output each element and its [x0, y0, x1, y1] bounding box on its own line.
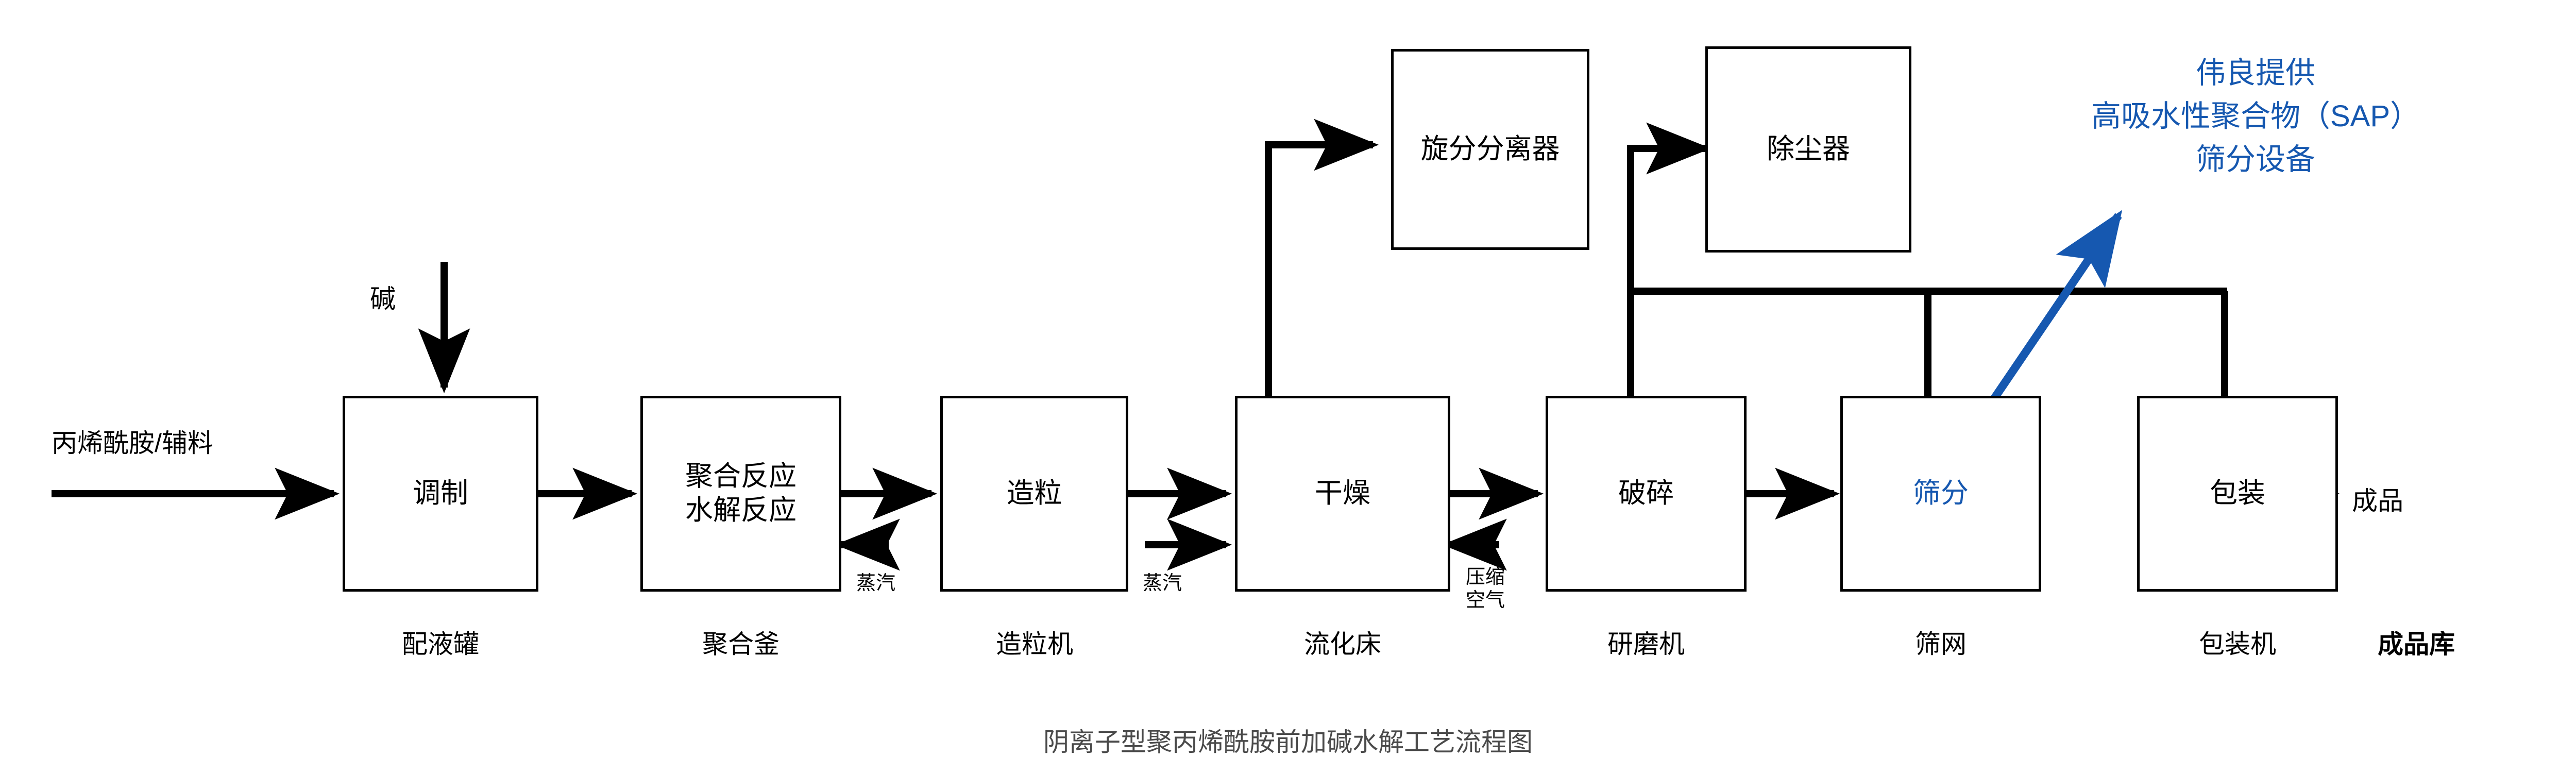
process-box-baozhuang-title: 包装: [2210, 478, 2265, 509]
aux-box-cyclone[interactable]: 旋分分离器: [1391, 49, 1589, 250]
equipment-label-yanmoji: 研磨机: [1607, 630, 1685, 659]
process-box-shaifen[interactable]: 筛分: [1840, 396, 2041, 592]
process-box-tiaozhi-title: 调制: [413, 478, 468, 509]
equipment-label-chengpinku: 成品库: [2378, 630, 2455, 659]
annotation-line-1: 伟良提供: [2195, 56, 2315, 90]
process-box-baozhuang[interactable]: 包装: [2137, 396, 2338, 592]
equipment-label-shaiwang: 筛网: [1915, 630, 1967, 659]
utility-air-line1: 压缩: [1466, 566, 1505, 588]
utility-air-line2: 空气: [1466, 589, 1505, 611]
utility-steam-ganzao-line1: 蒸汽: [1143, 573, 1182, 594]
process-box-shaifen-title: 筛分: [1913, 478, 1969, 509]
alkali-stream-label: 碱: [370, 284, 396, 313]
annotation-line-3: 筛分设备: [2195, 143, 2315, 177]
aux-box-dust[interactable]: 除尘器: [1705, 46, 1911, 253]
process-box-posui[interactable]: 破碎: [1546, 396, 1747, 592]
utility-label-air-ganzao: 压缩 空气: [1466, 566, 1505, 612]
product-stream-label: 成品: [2352, 486, 2403, 515]
process-box-posui-title: 破碎: [1618, 478, 1674, 509]
annotation-line-2: 高吸水性聚合物（SAP）: [2091, 99, 2420, 133]
annotation-block: 伟良提供 高吸水性聚合物（SAP） 筛分设备: [2091, 52, 2420, 181]
process-box-ganzao[interactable]: 干燥: [1235, 396, 1450, 592]
utility-steam-juhe-line1: 蒸汽: [856, 573, 896, 594]
utility-label-steam-ganzao: 蒸汽: [1143, 572, 1182, 595]
equipment-label-zaolijii: 造粒机: [996, 630, 1073, 659]
equipment-label-juhefu: 聚合釜: [702, 630, 779, 659]
process-box-tiaozhi[interactable]: 调制: [343, 396, 538, 592]
equipment-label-baozhuangji: 包装机: [2199, 630, 2276, 659]
process-box-zaoli[interactable]: 造粒: [940, 396, 1128, 592]
process-box-juhe[interactable]: 聚合反应 水解反应: [640, 396, 841, 592]
wire-manifold-to-dust: [1627, 122, 1711, 291]
utility-label-steam-juhe: 蒸汽: [856, 572, 895, 595]
diagram-title: 阴离子型聚丙烯酰胺前加碱水解工艺流程图: [1043, 728, 1533, 757]
wire-ganzao-to-cyclone: [1265, 119, 1379, 396]
aux-box-dust-title: 除尘器: [1767, 133, 1850, 165]
feed-stream-label: 丙烯酰胺/辅料: [52, 429, 213, 458]
process-box-juhe-title2: 水解反应: [685, 495, 796, 526]
equipment-label-peiyeguan: 配液罐: [402, 630, 479, 659]
aux-box-cyclone-title: 旋分分离器: [1420, 133, 1560, 165]
process-box-ganzao-title: 干燥: [1315, 478, 1370, 509]
process-box-zaoli-title: 造粒: [1006, 478, 1062, 509]
equipment-label-liuhuachuang: 流化床: [1304, 630, 1381, 659]
process-box-juhe-title: 聚合反应: [685, 461, 796, 492]
